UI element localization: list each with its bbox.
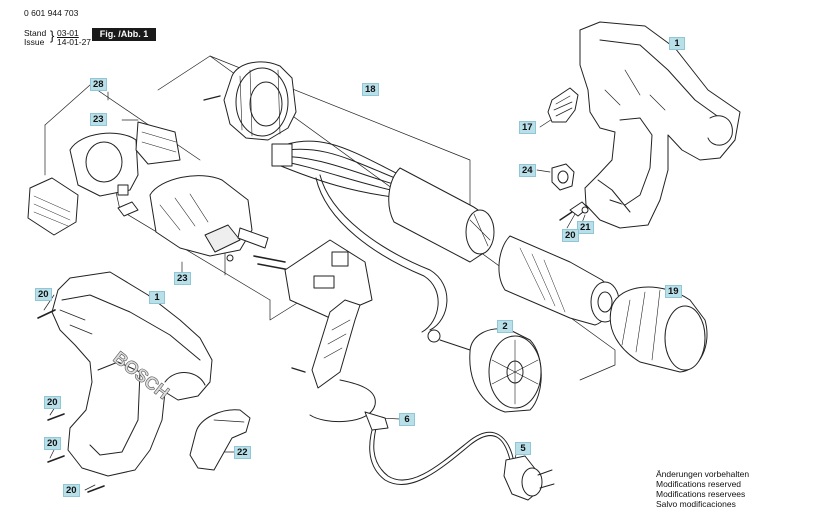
heating-element-tube — [388, 167, 620, 326]
nozzle-part — [609, 286, 708, 373]
bracket-glyph: } — [50, 28, 55, 43]
callout-label: 5 — [515, 442, 531, 455]
callout-label: 20 — [44, 396, 61, 409]
stand-label: Stand — [24, 28, 47, 38]
callout-label: 21 — [577, 221, 594, 234]
callout-label: 20 — [562, 229, 579, 242]
notice-line: Modifications reserved — [656, 479, 742, 489]
power-cord — [309, 379, 514, 485]
date-revised: 03-01 — [57, 28, 79, 38]
callout-label: 20 — [63, 484, 80, 497]
mains-plug-part — [503, 455, 555, 501]
callout-label: 1 — [669, 37, 685, 50]
notice-line: Änderungen vorbehalten — [656, 469, 750, 479]
callout-label: 20 — [35, 288, 52, 301]
end-cap-parts — [27, 121, 181, 236]
callout-label: 17 — [519, 121, 536, 134]
air-guide-part — [547, 87, 579, 123]
callout-label: 28 — [90, 78, 107, 91]
switch-knob-part — [551, 163, 575, 191]
callout-label: 18 — [362, 83, 379, 96]
screw-set-right — [559, 201, 589, 221]
motor-fan-part — [427, 328, 542, 413]
callout-label: 24 — [519, 164, 536, 177]
side-cover-part — [189, 409, 251, 471]
fan-housing-top — [203, 61, 297, 141]
callout-label: 22 — [234, 446, 251, 459]
callout-label: 1 — [149, 291, 165, 304]
electronics-board — [284, 239, 373, 389]
figure-label: Fig. /Abb. 1 — [92, 28, 156, 41]
motor-housing-part — [149, 175, 253, 257]
part-number: 0 601 944 703 — [24, 8, 79, 18]
wire-harness — [271, 140, 448, 333]
modifications-notice: Änderungen vorbehalten Modifications res… — [656, 469, 749, 509]
callout-label: 23 — [174, 272, 191, 285]
housing-half-right — [579, 21, 741, 229]
small-parts-left — [117, 184, 291, 271]
date-issue: 14-01-27 — [57, 37, 92, 47]
housing-half-left — [37, 271, 213, 493]
callout-label: 2 — [497, 320, 513, 333]
callout-label: 19 — [665, 285, 682, 298]
callout-label: 23 — [90, 113, 107, 126]
notice-line: Salvo modificaciones — [656, 499, 736, 509]
issue-label: Issue — [24, 37, 45, 47]
callout-label: 6 — [399, 413, 415, 426]
callout-label: 20 — [44, 437, 61, 450]
notice-line: Modifications reservees — [656, 489, 746, 499]
